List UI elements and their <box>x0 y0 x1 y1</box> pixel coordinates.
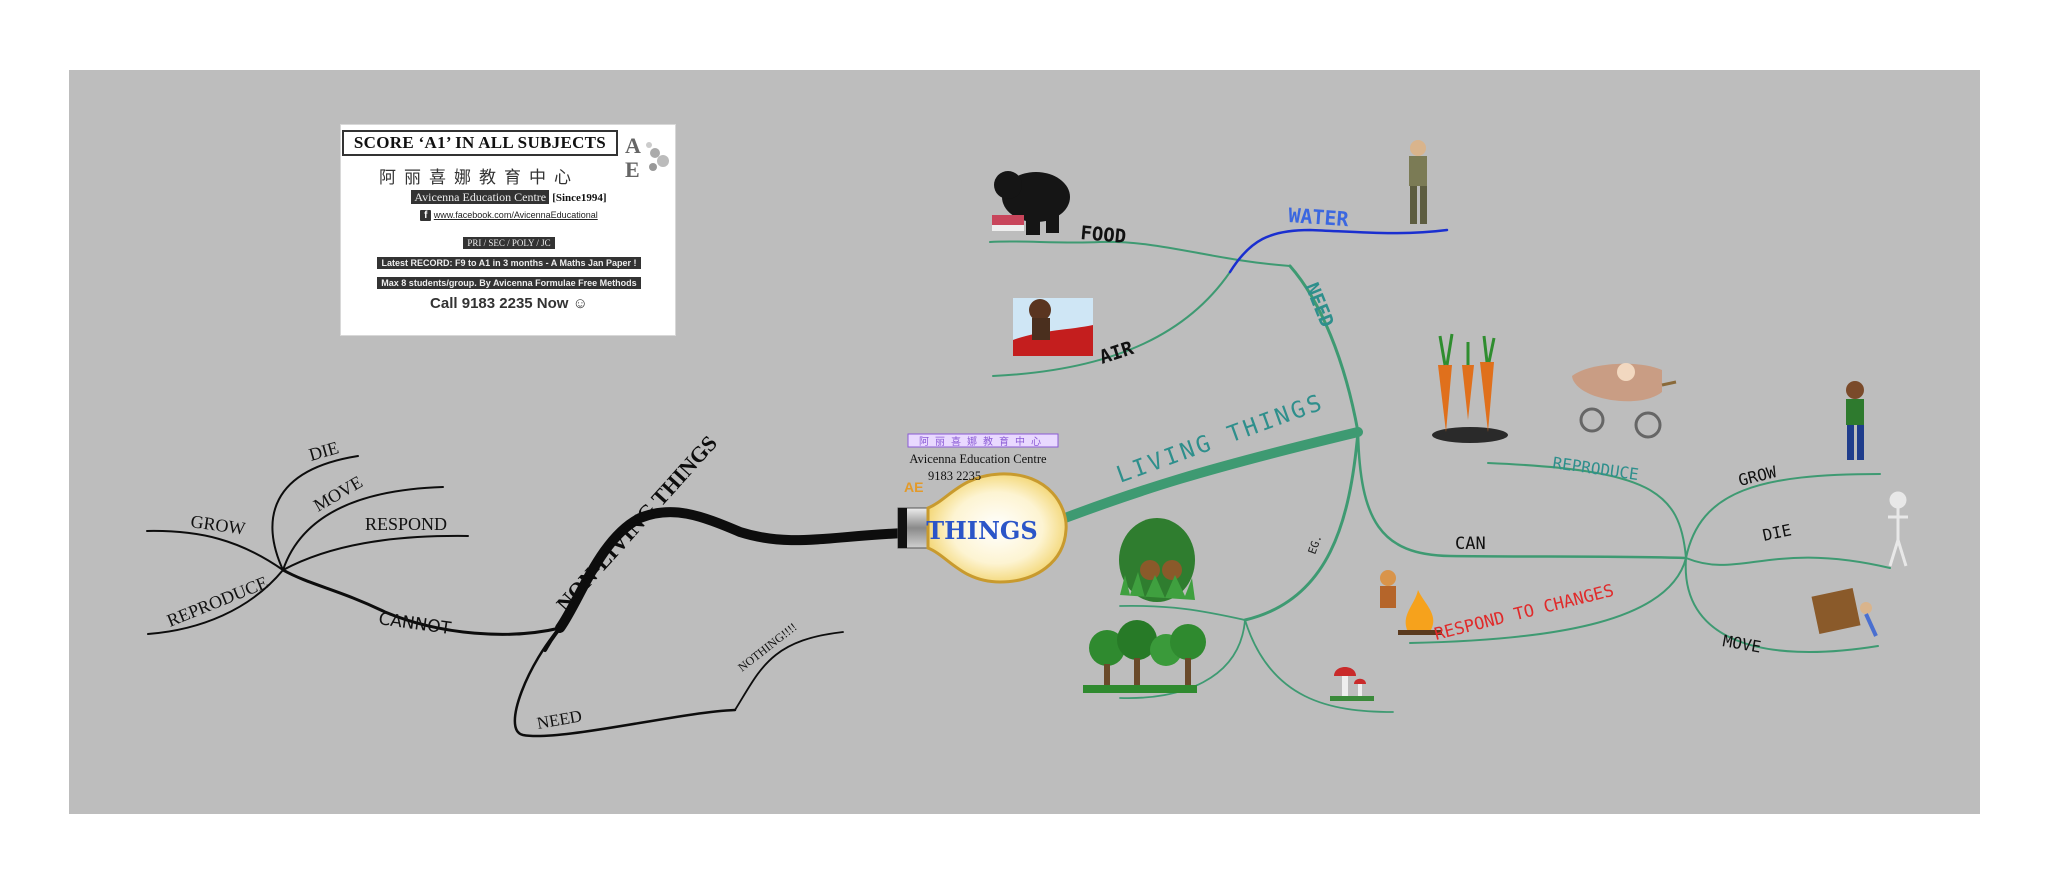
eg-mushroom-branch <box>1244 619 1394 713</box>
ad-facebook-row: f www.facebook.com/AvicennaEducational <box>341 210 677 221</box>
respond-branch <box>282 534 469 571</box>
need-label-living: NEED <box>1300 280 1338 331</box>
living-main-branch <box>1060 427 1363 523</box>
bulb-glass <box>926 472 1068 584</box>
svg-text:A: A <box>625 133 641 158</box>
need-label-nonliving: NEED <box>535 706 583 733</box>
skeleton-illustration <box>1888 491 1908 567</box>
center-caption-logo: AE <box>904 479 923 495</box>
grow-label-nonliving: GROW <box>189 511 246 538</box>
die-branch <box>271 455 359 571</box>
center-bulb <box>897 472 1068 584</box>
living-title: LIVING THINGS <box>1113 389 1328 488</box>
non-living-main-branch <box>555 507 910 633</box>
move-branch <box>282 486 444 571</box>
nothing-label: NOTHING!!!! <box>735 620 799 675</box>
ad-levels-row: PRI / SEC / POLY / JC <box>341 233 677 251</box>
ad-chinese-name: 阿丽喜娜教育中心 <box>379 168 579 188</box>
advertisement-card: SCORE ‘A1’ IN ALL SUBJECTS 阿丽喜娜教育中心 A E … <box>340 124 676 336</box>
bear-illustration <box>992 171 1070 235</box>
need-branch-living <box>1288 264 1360 434</box>
man-illustration <box>1409 140 1427 224</box>
need-branch <box>513 626 737 738</box>
pilot-illustration <box>1013 298 1093 356</box>
move-label-nonliving: MOVE <box>310 472 366 516</box>
can-label: CAN <box>1455 534 1486 554</box>
non-living-branches <box>146 455 910 738</box>
grow-branch <box>146 529 284 571</box>
center-caption-phone: 9183 2235 <box>928 469 981 483</box>
cannot-branch <box>281 568 562 636</box>
cannot-label: CANNOT <box>377 609 452 639</box>
non-living-title: NON-LIVING THINGS <box>551 430 722 616</box>
air-label: AIR <box>1097 337 1137 369</box>
box-pusher-illustration <box>1811 588 1878 637</box>
reproduce-label-nonliving: REPRODUCE <box>164 572 271 631</box>
bears-grass-illustration <box>1119 518 1195 602</box>
reproduce-label-living: REPRODUCE <box>1551 453 1640 484</box>
ad-students: Max 8 students/group. By Avicenna Formul… <box>377 277 641 289</box>
center-title: THINGS <box>926 516 1038 545</box>
eg-label: EG. <box>1306 533 1325 556</box>
respond-label-living: RESPOND TO CHANGES <box>1432 581 1616 645</box>
reproduce-branch <box>147 569 284 635</box>
ad-call: Call 9183 2235 Now ☺ <box>430 295 588 312</box>
water-label: WATER <box>1288 203 1351 231</box>
water-branch <box>1228 228 1449 274</box>
die-label-living: DIE <box>1761 520 1793 545</box>
boy-illustration <box>1846 381 1864 460</box>
campfire-illustration <box>1380 570 1442 635</box>
ad-centre-name: Avicenna Education Centre <box>411 190 550 204</box>
can-branch <box>1356 430 1688 560</box>
air-branch <box>992 271 1231 377</box>
center-caption-name: Avicenna Education Centre <box>909 452 1047 466</box>
carrots-illustration <box>1432 333 1508 443</box>
ad-record: Latest RECORD: F9 to A1 in 3 months - A … <box>377 257 641 269</box>
respond-branch-living <box>1409 557 1687 644</box>
reproduce-branch-living <box>1487 462 1687 559</box>
ad-levels: PRI / SEC / POLY / JC <box>463 237 555 249</box>
ad-headline: SCORE ‘A1’ IN ALL SUBJECTS <box>342 130 618 156</box>
respond-label-nonliving: RESPOND <box>365 514 447 534</box>
eg-branch <box>1243 430 1360 622</box>
center-caption-chinese: 阿丽喜娜教育中心 <box>919 435 1047 448</box>
center-caption-chinese-box <box>907 433 1059 448</box>
nothing-branch <box>734 631 844 711</box>
ad-name-row: Avicenna Education Centre [Since1994] <box>341 190 677 205</box>
eg-tree-branch <box>1119 619 1246 699</box>
svg-text:E: E <box>625 157 640 182</box>
bulb-cap <box>898 508 907 548</box>
mushroom-illustration <box>1330 667 1374 701</box>
grow-label-living: GROW <box>1736 462 1778 490</box>
ad-students-row: Max 8 students/group. By Avicenna Formul… <box>341 273 677 291</box>
food-branch <box>989 240 1291 267</box>
move-branch-living <box>1684 557 1879 653</box>
die-label-nonliving: DIE <box>307 437 341 464</box>
eg-bear-branch <box>1119 604 1246 621</box>
grow-branch-living <box>1685 473 1881 559</box>
facebook-icon: f <box>420 210 432 221</box>
ae-logo-icon: A E <box>625 133 669 182</box>
pram-illustration <box>1572 363 1677 439</box>
ad-facebook-link[interactable]: www.facebook.com/AvicennaEducational <box>433 210 598 220</box>
move-label-living: MOVE <box>1721 631 1762 656</box>
trees-illustration <box>1083 620 1206 693</box>
ad-since: [Since1994] <box>552 192 607 204</box>
food-label: FOOD <box>1080 222 1128 248</box>
die-branch-living <box>1685 556 1891 569</box>
living-branches <box>989 228 1891 713</box>
ad-record-row: Latest RECORD: F9 to A1 in 3 months - A … <box>341 253 677 271</box>
